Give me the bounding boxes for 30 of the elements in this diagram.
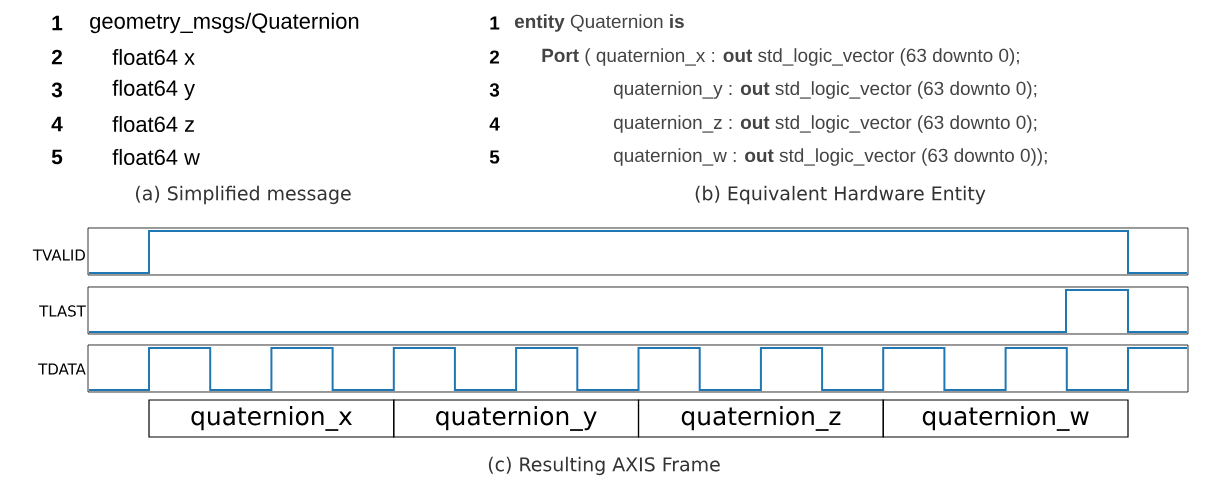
- signal-label: TLAST: [39, 305, 86, 317]
- signal-label: TDATA: [38, 363, 86, 375]
- line-number: 1: [490, 16, 500, 30]
- line-number: 2: [51, 49, 62, 65]
- line-number: 4: [51, 116, 63, 132]
- frame-field-box: quaternion_w: [882, 399, 1129, 438]
- line-number: 3: [51, 82, 63, 98]
- frame-field-box: quaternion_z: [637, 399, 884, 438]
- code-line: quaternion_y : out std_logic_vector (63 downto 0);: [614, 81, 1037, 99]
- code-line: quaternion_w : out std_logic_vector (63 downto 0));: [614, 148, 1047, 166]
- line-number: 4: [489, 117, 500, 131]
- code-line: Port ( quaternion_x : out std_logic_vector (63 downto 0);: [542, 48, 1019, 66]
- caption: (a) Simplified message: [136, 185, 351, 205]
- code-line: entity Quaternion is: [514, 14, 684, 32]
- line-number: 5: [51, 149, 63, 165]
- signal-label: TVALID: [32, 249, 85, 261]
- code-line: float64 x: [112, 48, 195, 66]
- line-number: 5: [489, 150, 500, 164]
- frame-field-box: quaternion_y: [393, 399, 640, 438]
- code-line: float64 y: [112, 79, 195, 101]
- line-number: 3: [489, 83, 500, 97]
- code-line: float64 w: [112, 148, 200, 166]
- code-line: quaternion_z : out std_logic_vector (63 downto 0);: [614, 115, 1037, 133]
- code-line: float64 z: [112, 115, 194, 133]
- line-number: 1: [52, 15, 63, 31]
- caption: (b) Equivalent Hardware Entity: [695, 185, 986, 205]
- frame-field-box: quaternion_x: [148, 399, 395, 438]
- caption: (c) Resulting AXIS Frame: [488, 456, 720, 476]
- line-number: 2: [489, 50, 500, 64]
- code-line: geometry_msgs/Quaternion: [90, 12, 359, 34]
